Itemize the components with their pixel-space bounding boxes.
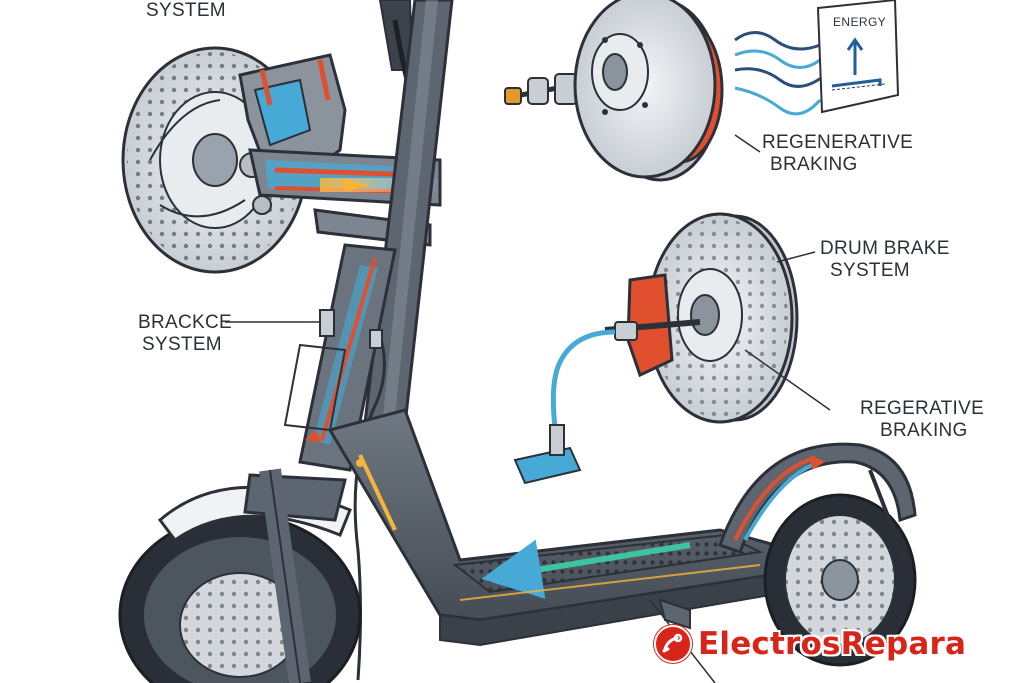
brake-lever-base (513, 446, 582, 485)
label-regerative-line1: REGERATIVE (860, 398, 985, 419)
label-drum-line2: SYSTEM (830, 260, 910, 281)
watermark: ElectrosRepara (654, 622, 966, 666)
steering-stem (283, 0, 454, 681)
label-top-system: SYSTEM (146, 0, 226, 22)
label-brakce-line2: SYSTEM (142, 334, 222, 355)
label-brakce-line1: BRACKCE (138, 312, 232, 333)
label-drum-line1: DRUM BRAKE (820, 238, 950, 259)
top-disc-brake (121, 46, 442, 274)
label-regenerative-line1: REGENERATIVE (762, 132, 914, 153)
label-top-system-text: SYSTEM (146, 0, 226, 21)
label-regenerative-braking-bottom: REGERATIVE BRAKING (860, 398, 984, 442)
energy-wave (734, 31, 821, 51)
brake-hose (550, 329, 616, 428)
wrench-logo-icon (654, 625, 692, 663)
deck-energy-arrow (481, 539, 691, 599)
label-brakce-system: BRACKCE SYSTEM (138, 312, 232, 356)
energy-label: ENERGY (833, 15, 886, 29)
hydraulic-line (320, 257, 377, 441)
axle-nut (504, 87, 522, 105)
label-regenerative-braking-top: REGENERATIVE BRAKING (762, 132, 913, 176)
kickstand (658, 598, 691, 630)
drum-brake-unit (513, 212, 831, 485)
rear-wheel (718, 442, 917, 667)
front-wheel (118, 468, 362, 683)
label-regenerative-line2: BRAKING (770, 154, 858, 175)
label-drum-brake-system: DRUM BRAKE SYSTEM (820, 238, 950, 282)
watermark-text: ElectrosRepara (698, 626, 967, 662)
regenerative-brake-unit: ENERGY (504, 0, 900, 182)
label-regerative-line2: BRAKING (880, 420, 968, 441)
